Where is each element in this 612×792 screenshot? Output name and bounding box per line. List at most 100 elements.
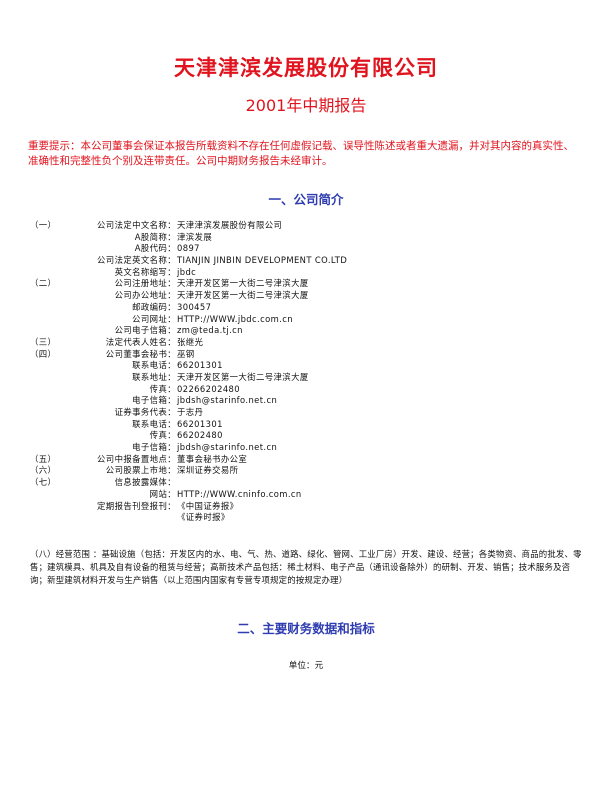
info-row-prefix — [30, 430, 58, 442]
info-row-value: jbdsh@starinfo.net.cn — [177, 442, 278, 453]
info-row-prefix — [30, 442, 58, 454]
important-notice: 重要提示：本公司董事会保证本报告所载资料不存在任何虚假记载、误导性陈述或者重大遗… — [28, 140, 574, 167]
info-row-label: 公司注册地址： — [114, 278, 176, 289]
info-row-prefix — [30, 489, 58, 501]
info-row-value: 《证券时报》 — [177, 512, 230, 523]
info-row-value: 0897 — [177, 243, 200, 254]
info-row-prefix — [30, 290, 58, 302]
info-row-value: zm@teda.tj.cn — [177, 325, 243, 336]
info-row: 证券事务代表：于志丹 — [30, 407, 590, 419]
info-row-label: 法定代表人姓名： — [105, 336, 176, 347]
info-row: 传真：02266202480 — [30, 384, 590, 396]
info-row-prefix: （五） — [30, 453, 57, 464]
info-row-prefix: （六） — [30, 465, 57, 476]
info-row-value: 张继光 — [177, 336, 204, 347]
info-row: 定期报告刊登报刊：《中国证券报》 — [30, 501, 590, 513]
info-row-value: HTTP://WWW.jbdc.com.cn — [177, 313, 293, 324]
info-row-value: 巫钢 — [177, 348, 195, 359]
info-row: 联系电话：66201301 — [30, 419, 590, 431]
info-row: 公司法定英文名称：TIANJIN JINBIN DEVELOPMENT CO.L… — [30, 255, 590, 267]
info-row: 公司办公地址：天津开发区第一大街二号津滨大厦 — [30, 290, 590, 302]
info-row-label: 网站： — [149, 488, 176, 499]
info-row: （七） 信息披露媒体： — [30, 477, 590, 489]
info-row: （四） 公司董事会秘书：巫钢 — [30, 349, 590, 361]
info-row-prefix — [30, 325, 58, 337]
info-row-prefix — [30, 372, 58, 384]
info-row-label: 公司法定英文名称： — [97, 255, 176, 266]
info-row-label: 公司网址： — [132, 313, 176, 324]
info-row: A股简称：津滨发展 — [30, 232, 590, 244]
info-row-label: 证券事务代表： — [114, 407, 176, 417]
info-row: 网站：HTTP://WWW.cninfo.com.cn — [30, 489, 590, 501]
info-row-label: 联系地址： — [132, 371, 176, 382]
company-title: 天津津滨发展股份有限公司 — [174, 56, 438, 80]
section-company-profile: 一、公司简介 — [268, 192, 344, 207]
info-row: （五）公司中报备置地点：董事会秘书办公室 — [30, 454, 590, 466]
info-row: （六） 公司股票上市地：深圳证券交易所 — [30, 465, 590, 477]
info-row-prefix — [30, 302, 58, 314]
info-row-value: 天津开发区第一大街二号津滨大厦 — [177, 290, 309, 301]
info-row-value: 66202480 — [177, 430, 223, 441]
info-row-value: HTTP://WWW.cninfo.com.cn — [177, 488, 302, 499]
info-row: 传真：66202480 — [30, 430, 590, 442]
info-row-value: 66201301 — [177, 418, 223, 429]
info-row-label: 公司股票上市地： — [105, 465, 176, 476]
info-row-prefix: （四） — [30, 348, 57, 359]
info-row-label: 公司电子信箱： — [114, 325, 176, 336]
info-row-prefix: （三） — [30, 336, 57, 347]
info-row-label: 传真： — [149, 383, 176, 394]
info-row: 公司网址：HTTP://WWW.jbdc.com.cn — [30, 314, 590, 326]
info-row: 公司电子信箱：zm@teda.tj.cn — [30, 325, 590, 337]
info-row: （二）公司注册地址：天津开发区第一大街二号津滨大厦 — [30, 278, 590, 290]
info-row-prefix: （七） — [30, 477, 57, 488]
info-row: 邮政编码：300457 — [30, 302, 590, 314]
info-row-prefix — [30, 407, 58, 419]
info-row-label: 信息披露媒体： — [114, 477, 176, 488]
info-row-value — [176, 477, 590, 489]
info-row-label: A股简称： — [134, 231, 176, 242]
info-row-prefix: （二） — [30, 278, 57, 289]
unit-label: 单位：元 — [288, 661, 324, 671]
info-row-value: 董事会秘书办公室 — [177, 453, 248, 464]
business-scope: （八）经营范围 ：基础设施（包括：开发区内的水、电、气、热、道路、绿化、管网、工… — [30, 549, 582, 585]
info-row-value: 02266202480 — [177, 383, 241, 394]
info-row-prefix — [30, 501, 58, 513]
info-row-value: jbdsh@starinfo.net.cn — [177, 395, 278, 406]
info-row-prefix — [30, 255, 58, 267]
info-row: 联系电话：66201301 — [30, 360, 590, 372]
info-row-prefix — [30, 267, 58, 279]
info-row-label: 公司法定中文名称： — [97, 220, 176, 230]
info-row-prefix — [30, 419, 58, 431]
info-row-prefix: （一） — [30, 220, 57, 230]
info-row-label: 公司董事会秘书： — [105, 348, 176, 359]
info-row-prefix — [30, 384, 58, 396]
info-row-label: 传真： — [149, 430, 176, 441]
info-row-prefix — [30, 243, 58, 255]
info-row-value: TIANJIN JINBIN DEVELOPMENT CO.LTD — [177, 255, 348, 266]
info-row-value: 于志丹 — [177, 407, 204, 417]
info-row: A股代码：0897 — [30, 243, 590, 255]
info-row: 电子信箱：jbdsh@starinfo.net.cn — [30, 395, 590, 407]
info-row-label: 联系电话： — [132, 418, 176, 429]
info-row-prefix — [30, 360, 58, 372]
info-row-label: A股代码： — [134, 243, 176, 254]
info-row-label: 英文名称缩写： — [114, 266, 176, 277]
report-title: 2001年中期报告 — [245, 96, 367, 115]
info-row: 英文名称缩写：jbdc — [30, 267, 590, 279]
info-row-label: 电子信箱： — [132, 395, 176, 406]
info-row-label: 邮政编码： — [132, 301, 176, 312]
info-row-value: 深圳证券交易所 — [177, 465, 239, 476]
info-row: 《证券时报》 — [30, 512, 590, 524]
info-row-prefix — [30, 395, 58, 407]
info-row-label: 公司办公地址： — [114, 290, 176, 301]
info-row-value: 《中国证券报》 — [177, 500, 239, 511]
info-row-label: 定期报告刊登报刊： — [97, 500, 176, 511]
info-row-value: 天津津滨发展股份有限公司 — [177, 220, 283, 230]
info-row-label: 联系电话： — [132, 360, 176, 371]
info-row: 联系地址：天津开发区第一大街二号津滨大厦 — [30, 372, 590, 384]
info-row-value: 300457 — [177, 301, 212, 312]
info-row-value: 66201301 — [177, 360, 223, 371]
info-row: （三） 法定代表人姓名：张继光 — [30, 337, 590, 349]
